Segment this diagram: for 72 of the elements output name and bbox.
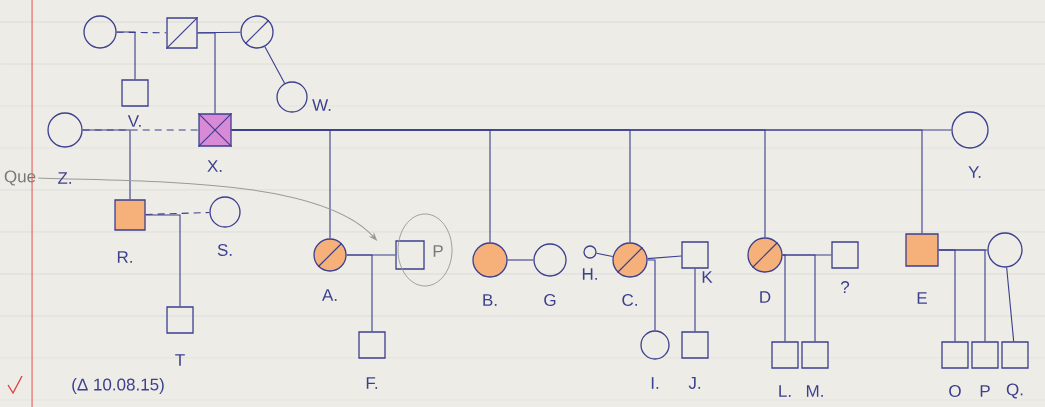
- person-label: K: [702, 271, 713, 283]
- person-label: G: [544, 293, 556, 306]
- person-label: L.: [779, 385, 791, 397]
- pedigree-square: [801, 341, 829, 369]
- relationship-line: [264, 46, 286, 84]
- person-label: W.: [312, 99, 331, 111]
- pedigree-square: [681, 241, 709, 269]
- pedigree-circle: [533, 243, 567, 277]
- descent-line: [82, 129, 131, 200]
- person-label: V.: [127, 115, 141, 127]
- person-label: X.: [207, 160, 222, 172]
- descent-line: [231, 129, 923, 234]
- pedigree-square: [771, 341, 799, 369]
- descent-line: [116, 31, 136, 80]
- pedigree-circle: [987, 232, 1023, 268]
- person-label: H.: [582, 268, 597, 280]
- descent-line: [197, 32, 216, 114]
- person-label: S.: [217, 243, 232, 256]
- descent-line: [938, 249, 986, 342]
- pedigree-circle: [951, 111, 989, 149]
- pedigree-square: [166, 306, 194, 334]
- person-label: Q.: [1006, 383, 1023, 399]
- relationship-line: [595, 252, 614, 258]
- pedigree-square: [1001, 341, 1029, 369]
- pedigree-square: [395, 240, 425, 270]
- descent-line: [782, 254, 816, 342]
- relationship-line: [1006, 267, 1015, 342]
- pedigree-square: [971, 341, 999, 369]
- person-label: P: [433, 245, 443, 257]
- pedigree-square: [197, 112, 233, 148]
- pedigree-circle: [640, 330, 670, 360]
- pedigree-circle: [472, 242, 508, 278]
- pedigree-circle: [240, 15, 274, 49]
- person-label: Y.: [968, 166, 981, 178]
- descent-line: [346, 254, 373, 332]
- pedigree-square: [681, 331, 709, 359]
- person-label: A.: [322, 289, 337, 301]
- pedigree-circle: [209, 196, 241, 228]
- pedigree-square: [114, 199, 146, 231]
- pedigree-square: [941, 341, 969, 369]
- relationship-line: [507, 259, 534, 261]
- person-label: T: [175, 354, 185, 366]
- relationship-line: [694, 268, 696, 332]
- pedigree-circle: [313, 238, 347, 272]
- pedigree-square: [358, 331, 386, 359]
- person-label: Z.: [58, 172, 71, 184]
- descent-line: [647, 259, 656, 331]
- person-label: ?: [840, 281, 850, 293]
- pedigree-square: [165, 16, 199, 50]
- pedigree-circle: [747, 237, 783, 273]
- descent-line: [145, 214, 181, 307]
- person-label: C.: [622, 293, 637, 306]
- pedigree-square: [905, 233, 939, 267]
- date-note: (Δ 10.08.15): [72, 378, 164, 394]
- person-label: B.: [483, 294, 497, 306]
- pedigree-square: [121, 79, 149, 107]
- pedigree-circle: [612, 242, 648, 278]
- person-label: J.: [688, 377, 701, 389]
- pedigree-square: [831, 241, 859, 269]
- person-label: E: [917, 292, 927, 304]
- person-label: I.: [651, 377, 659, 389]
- person-label: M.: [806, 385, 823, 397]
- pedigree-circle: [83, 15, 117, 49]
- person-label: F.: [366, 377, 378, 389]
- pedigree-circle: [276, 81, 308, 113]
- person-label: P: [980, 385, 990, 397]
- person-label: O: [949, 384, 961, 397]
- descent-line: [782, 254, 786, 342]
- person-label: D: [760, 291, 771, 303]
- pedigree-circle: [47, 112, 83, 148]
- relationship-line: [647, 255, 682, 260]
- person-label: R.: [117, 251, 132, 263]
